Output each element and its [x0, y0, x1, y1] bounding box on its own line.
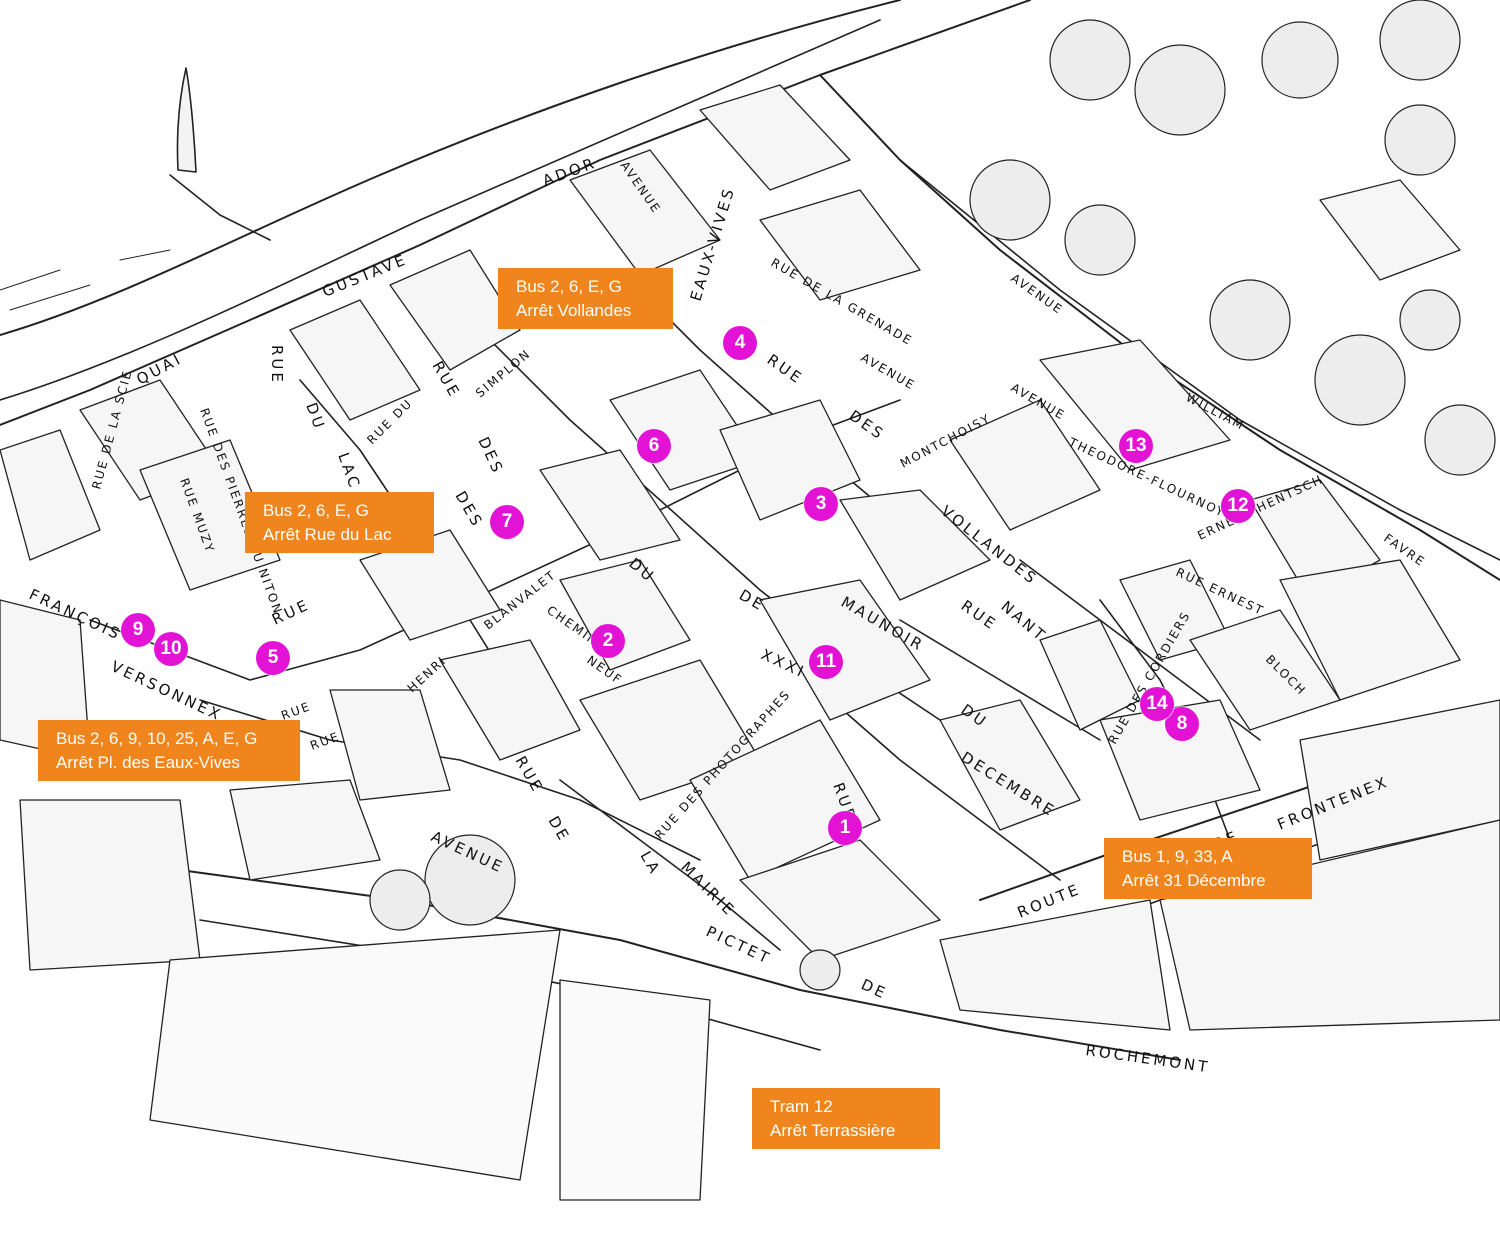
- location-marker-13[interactable]: 13: [1119, 429, 1153, 463]
- transit-stop-eaux-vives[interactable]: Bus 2, 6, 9, 10, 25, A, E, G Arrêt Pl. d…: [38, 720, 300, 781]
- location-marker-7[interactable]: 7: [490, 505, 524, 539]
- transit-stop-name: Arrêt 31 Décembre: [1122, 871, 1266, 890]
- transit-stop-31-decembre[interactable]: Bus 1, 9, 33, A Arrêt 31 Décembre: [1104, 838, 1312, 899]
- street-label-rue-du-nant-rue: RUE: [958, 597, 1001, 635]
- location-marker-2[interactable]: 2: [591, 624, 625, 658]
- street-label-avenue-right: AVENUE: [859, 350, 918, 392]
- lake-shore-tree-band: [0, 0, 901, 336]
- location-marker-5[interactable]: 5: [256, 641, 290, 675]
- street-label-rue-6: RUE: [308, 729, 342, 753]
- transit-stop-name: Arrêt Pl. des Eaux-Vives: [56, 753, 240, 772]
- street-label-rue-vollandes-rue: RUE: [764, 351, 807, 389]
- street-label-nant: NANT: [997, 597, 1050, 645]
- transit-stop-rue-du-lac[interactable]: Bus 2, 6, E, G Arrêt Rue du Lac: [245, 492, 434, 553]
- transit-line: Bus 2, 6, 9, 10, 25, A, E, G: [56, 729, 258, 748]
- street-label-rue-de-la-mairie-rue: RUE: [512, 753, 548, 797]
- location-marker-6[interactable]: 6: [637, 429, 671, 463]
- transit-stop-vollandes[interactable]: Bus 2, 6, E, G Arrêt Vollandes: [498, 268, 673, 329]
- street-label-versonnex: VERSONNEX: [108, 657, 225, 724]
- location-marker-11[interactable]: 11: [809, 645, 843, 679]
- street-label-des-7: DES: [452, 488, 487, 531]
- jet-deau: [176, 67, 197, 173]
- transit-stop-name: Arrêt Rue du Lac: [263, 525, 392, 544]
- location-marker-12[interactable]: 12: [1221, 489, 1255, 523]
- street-label-rue-de-montchoisy-de: DE: [736, 586, 768, 615]
- building-blocks: [0, 84, 1500, 1201]
- street-label-blanvalet-henri: HENRI: [405, 653, 450, 695]
- location-marker-14[interactable]: 14: [1140, 687, 1174, 721]
- location-marker-10[interactable]: 10: [154, 632, 188, 666]
- street-label-rue-de-la-mairie-de: DE: [545, 813, 574, 845]
- transit-line: Bus 2, 6, E, G: [516, 277, 622, 296]
- transit-stop-terrassiere[interactable]: Tram 12 Arrêt Terrassière: [752, 1088, 940, 1149]
- street-label-mairie: MAIRIE: [677, 858, 739, 920]
- transit-line: Tram 12: [770, 1097, 833, 1116]
- street-label-rue-de-la-mairie-la: LA: [637, 848, 665, 879]
- transit-line: Bus 1, 9, 33, A: [1122, 847, 1233, 866]
- transit-line: Bus 2, 6, E, G: [263, 501, 369, 520]
- street-label-rue-eaux-vives-des: DES: [474, 434, 507, 477]
- location-marker-4[interactable]: 4: [723, 326, 757, 360]
- street-label-rue-lac-lac: LAC: [334, 450, 364, 492]
- park-trees: [369, 0, 1496, 991]
- location-marker-1[interactable]: 1: [828, 811, 862, 845]
- street-label-pictet-de: DE: [858, 975, 890, 1003]
- street-label-rue-lac-rue: RUE: [268, 345, 286, 385]
- transit-stop-name: Arrêt Vollandes: [516, 301, 632, 320]
- location-marker-9[interactable]: 9: [121, 613, 155, 647]
- street-label-pictet: PICTET: [703, 922, 774, 968]
- street-label-rue-lac-du: DU: [302, 400, 329, 433]
- street-label-rochemont: ROCHEMONT: [1084, 1041, 1211, 1076]
- transit-stop-name: Arrêt Terrassière: [770, 1121, 896, 1140]
- location-marker-3[interactable]: 3: [804, 487, 838, 521]
